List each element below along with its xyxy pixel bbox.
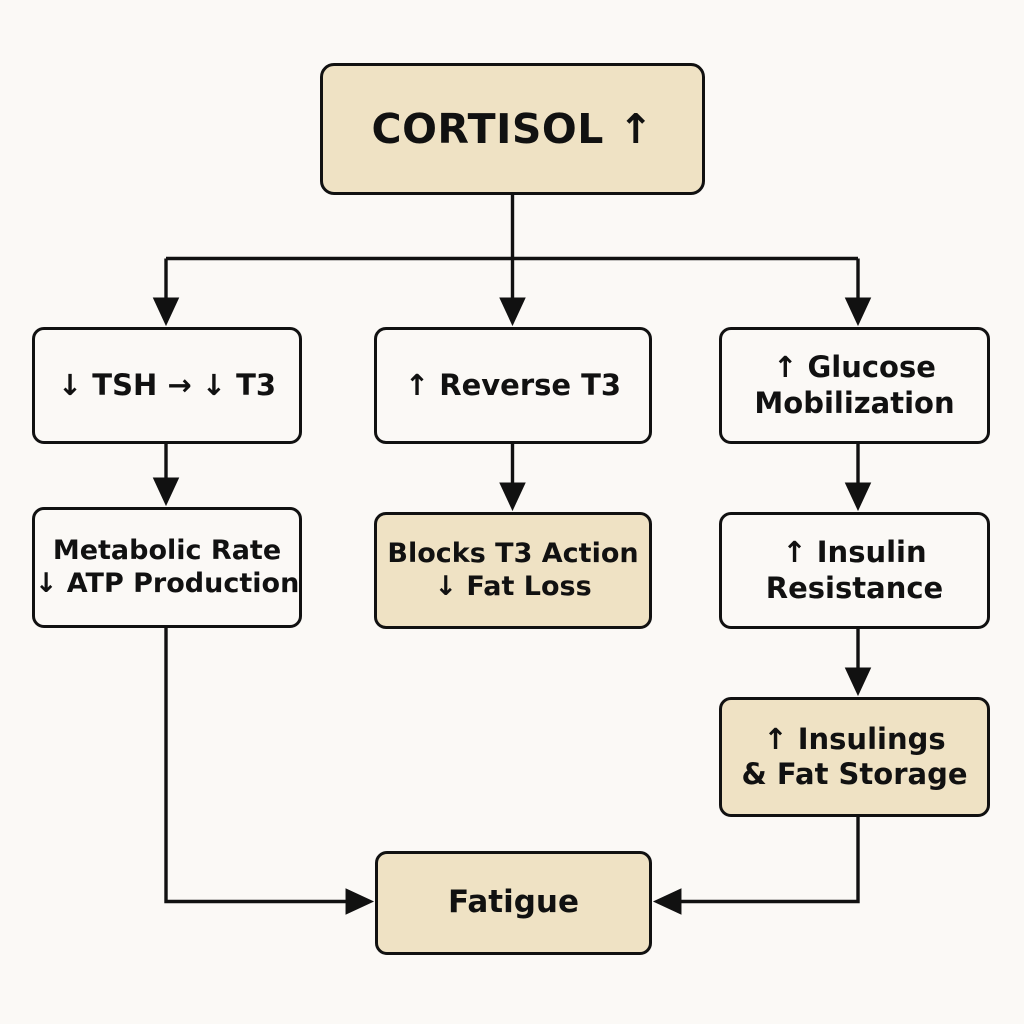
node-cortisol-line-1: CORTISOL ↑ (371, 104, 654, 153)
node-insulin-resistance-line-2: Resistance (765, 570, 944, 605)
node-fatigue[interactable]: Fatigue (375, 851, 652, 955)
node-insulin-resistance[interactable]: ↑ Insulin Resistance (719, 512, 990, 629)
node-glucose-mobilization-line-2: Mobilization (754, 385, 955, 420)
node-metabolic-rate-line-2: ↓ ATP Production (34, 567, 300, 599)
edge-insulings-to-fatigue (652, 817, 860, 915)
node-metabolic-rate[interactable]: Metabolic Rate ↓ ATP Production (32, 507, 302, 628)
node-blocks-t3-action-line-1: Blocks T3 Action (387, 537, 639, 569)
node-fatigue-line-1: Fatigue (447, 884, 579, 921)
edge-metabolic-to-fatigue (164, 628, 375, 915)
node-tsh-t3[interactable]: ↓ TSH → ↓ T3 (32, 327, 302, 444)
node-insulings-fat-storage[interactable]: ↑ Insulings & Fat Storage (719, 697, 990, 817)
node-insulings-fat-storage-line-1: ↑ Insulings (763, 721, 946, 756)
node-insulings-fat-storage-line-2: & Fat Storage (741, 757, 968, 791)
node-tsh-t3-line-1: ↓ TSH → ↓ T3 (57, 367, 277, 402)
node-reverse-t3-line-1: ↑ Reverse T3 (404, 367, 622, 402)
node-glucose-mobilization-line-1: ↑ Glucose (773, 350, 936, 385)
node-cortisol[interactable]: CORTISOL ↑ (320, 63, 705, 195)
node-blocks-t3-action-line-2: ↓ Fat Loss (434, 570, 592, 602)
node-blocks-t3-action[interactable]: Blocks T3 Action ↓ Fat Loss (374, 512, 652, 629)
node-metabolic-rate-line-1: Metabolic Rate (52, 534, 282, 566)
node-glucose-mobilization[interactable]: ↑ Glucose Mobilization (719, 327, 990, 444)
node-reverse-t3[interactable]: ↑ Reverse T3 (374, 327, 652, 444)
node-insulin-resistance-line-1: ↑ Insulin (782, 535, 927, 570)
